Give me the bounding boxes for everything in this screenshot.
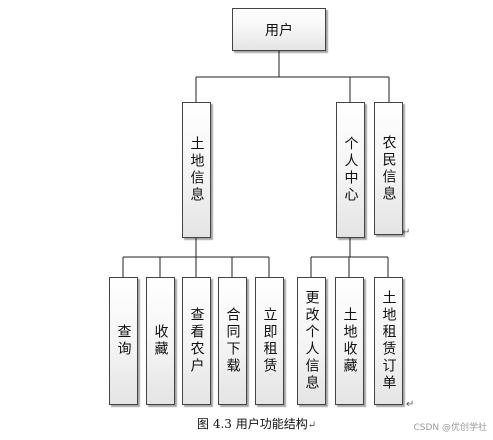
node-edit-profile: 更改个人信息 (297, 277, 326, 405)
node-contract-download-label: 合同下载 (224, 307, 241, 375)
node-contract-download: 合同下载 (218, 277, 247, 405)
paragraph-mark: ↵ (307, 420, 317, 431)
node-rent-now-label: 立即租赁 (261, 307, 278, 375)
figure-caption-text: 图 4.3 用户功能结构 (197, 417, 308, 431)
node-edit-profile-label: 更改个人信息 (303, 290, 320, 392)
node-farmer-info: 农民信息 (374, 102, 403, 235)
node-land-info: 土地信息 (182, 102, 211, 238)
node-land-rental-orders-label: 土地租赁订单 (380, 290, 397, 392)
node-user-label: 用户 (265, 22, 293, 39)
node-favorite-label: 收藏 (152, 324, 169, 358)
paragraph-mark: ↵ (402, 227, 411, 238)
paragraph-mark: ↵ (406, 399, 415, 410)
node-land-favorites: 土地收藏 (335, 277, 364, 405)
figure-caption: 图 4.3 用户功能结构↵ (197, 415, 316, 432)
node-user: 用户 (232, 8, 326, 51)
node-farmer-info-label: 农民信息 (380, 134, 397, 203)
node-favorite: 收藏 (146, 277, 175, 405)
node-view-farmer-label: 查看农户 (188, 307, 205, 375)
node-land-rental-orders: 土地租赁订单 (374, 277, 403, 405)
node-query-label: 查询 (115, 324, 132, 358)
node-land-favorites-label: 土地收藏 (341, 307, 358, 375)
watermark: CSDN @优创学社 (413, 423, 487, 433)
node-land-info-label: 土地信息 (188, 136, 205, 204)
node-rent-now: 立即租赁 (255, 277, 284, 405)
node-personal-center-label: 个人中心 (342, 136, 359, 204)
node-view-farmer: 查看农户 (182, 277, 211, 405)
node-query: 查询 (109, 277, 138, 405)
node-personal-center: 个人中心 (336, 102, 365, 238)
